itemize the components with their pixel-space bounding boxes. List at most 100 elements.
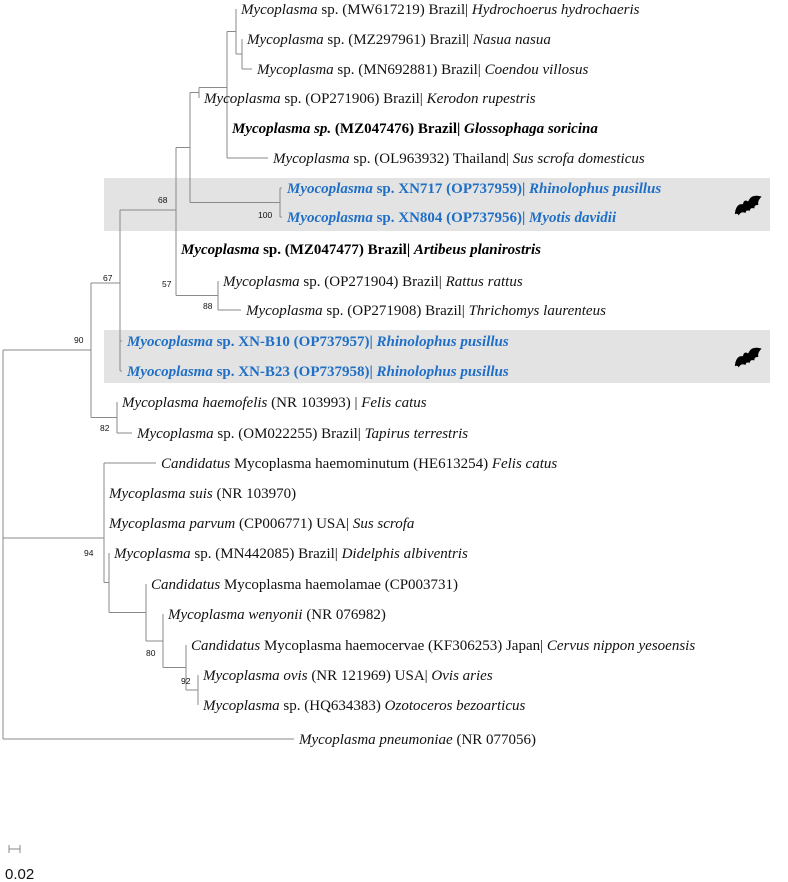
taxon-label-part: sp. (OL963932) Thailand| [350, 151, 513, 167]
taxon-label-part: Ozotoceros bezoarticus [385, 698, 526, 714]
taxon-label-part: sp. (OP271904) Brazil| [300, 274, 446, 290]
taxon-label-part: Myocoplasma [126, 364, 213, 380]
taxon-label-part: Mycoplasma wenyonii [167, 607, 303, 623]
taxon-label-part: Mycoplasma [272, 151, 350, 167]
taxon-label-part: Myocoplasma [286, 181, 373, 197]
bootstrap-value: 80 [146, 648, 156, 658]
taxon-label: Mycoplasma sp. (OP271908) Brazil| Thrich… [245, 303, 606, 319]
taxon-label: Mycoplasma sp. (OP271904) Brazil| Rattus… [222, 274, 523, 290]
taxon-label-part: Candidatus [161, 456, 230, 472]
taxon-label-part: Myocoplasma [126, 334, 213, 350]
taxon-label-part: Rhinolophus pusillus [376, 364, 509, 380]
taxon-label-part: sp. (HQ634383) [280, 698, 385, 714]
taxon-label-part: Kerodon rupestris [426, 91, 536, 107]
taxon-label-part: (NR 103993) | [267, 395, 361, 411]
taxon-label-part: sp. (MZ047477) Brazil| [259, 242, 414, 258]
taxon-label: Mycoplasma wenyonii (NR 076982) [167, 607, 386, 623]
taxon-label-part: Candidatus [191, 638, 260, 654]
taxon-label: Candidatus Mycoplasma haemocervae (KF306… [191, 638, 695, 654]
taxon-label: Mycoplasma sp. (MN442085) Brazil| Didelp… [113, 546, 468, 562]
highlight-box-bat-clade-1 [104, 178, 770, 231]
taxon-label-part: Mycoplasma [245, 303, 323, 319]
taxon-label: Mycoplasma sp. (OL963932) Thailand| Sus … [272, 151, 645, 167]
bat-icon [734, 195, 762, 216]
taxon-label-part: Thrichomys laurenteus [469, 303, 607, 319]
taxon-label-part: Coendou villosus [485, 62, 589, 78]
taxon-label-part: sp. (MN692881) Brazil| [334, 62, 485, 78]
taxon-label-part: Mycoplasma suis [108, 486, 213, 502]
taxon-label: Myocoplasma sp. XN804 (OP737956)| Myotis… [286, 210, 617, 226]
taxon-label-part: sp. XN-B23 (OP737958)| [213, 364, 377, 380]
taxon-label-part: (MZ047476) Brazil| [331, 121, 464, 137]
taxon-label-part: Nasua nasua [472, 32, 551, 48]
taxon-label-part: Mycoplasma [136, 426, 214, 442]
taxon-label: Mycoplasma sp. (MN692881) Brazil| Coendo… [256, 62, 588, 78]
taxon-label-part: Didelphis albiventris [341, 546, 468, 562]
taxon-label-part: sp. XN804 (OP737956)| [373, 210, 529, 226]
taxon-label-part: Rattus rattus [445, 274, 523, 290]
taxon-label: Mycoplasma pneumoniae (NR 077056) [298, 732, 536, 748]
scale-bar-label: 0.02 [5, 866, 34, 882]
taxon-label-part: Mycoplasma [246, 32, 324, 48]
bootstrap-value: 100 [258, 210, 272, 220]
taxon-label-part: sp. (MZ297961) Brazil| [324, 32, 473, 48]
taxon-label-part: Sus scrofa [353, 516, 415, 532]
taxon-label-part: sp. (OM022255) Brazil| [214, 426, 365, 442]
scale-bar: 0.02 [5, 845, 34, 882]
taxon-label-part: Felis catus [491, 456, 558, 472]
taxon-label-part: Myotis davidii [528, 210, 617, 226]
bootstrap-value: 92 [181, 676, 191, 686]
taxon-label-part: sp. (MN442085) Brazil| [191, 546, 342, 562]
taxon-label-part: Artibeus planirostris [413, 242, 541, 258]
taxon-label-part: Mycoplasma [256, 62, 334, 78]
taxon-label-part: Mycoplasma haemofelis [121, 395, 268, 411]
bootstrap-value: 88 [203, 301, 213, 311]
taxon-label: Mycoplasma sp. (OM022255) Brazil| Tapiru… [136, 426, 468, 442]
taxon-label: Candidatus Mycoplasma haemominutum (HE61… [161, 456, 557, 472]
taxon-label-part: Mycoplasma pneumoniae [298, 732, 453, 748]
taxon-label-part: sp. XN717 (OP737959)| [373, 181, 529, 197]
bat-silhouette [734, 347, 762, 368]
taxon-label-part: Rhinolophus pusillus [528, 181, 661, 197]
taxon-label-part: (NR 076982) [303, 607, 386, 623]
taxon-label: Mycoplasma sp. (MZ047476) Brazil| Glosso… [231, 121, 598, 137]
taxon-label-part: Felis catus [360, 395, 427, 411]
taxon-label-part: sp. (MW617219) Brazil| [318, 2, 472, 18]
taxon-label-part: sp. (OP271906) Brazil| [281, 91, 427, 107]
taxon-label: Mycoplasma sp. (OP271906) Brazil| Kerodo… [203, 91, 536, 107]
taxon-label-part: Glossophaga soricina [464, 121, 598, 137]
taxon-label-part: (NR 077056) [453, 732, 536, 748]
taxon-label-part: sp. XN-B10 (OP737957)| [213, 334, 377, 350]
taxon-label-part: Mycoplasma haemominutum (HE613254) [230, 456, 492, 472]
taxon-label: Mycoplasma sp. (HQ634383) Ozotoceros bez… [202, 698, 526, 714]
bootstrap-value: 94 [84, 548, 94, 558]
taxon-label-part: Rhinolophus pusillus [376, 334, 509, 350]
taxon-label-part: Mycoplasma [180, 242, 260, 258]
bootstrap-value: 82 [100, 423, 110, 433]
taxon-label: Mycoplasma haemofelis (NR 103993) | Feli… [121, 395, 427, 411]
taxon-label-part: Mycoplasma ovis [202, 668, 308, 684]
taxon-label-part: Cervus nippon yesoensis [547, 638, 695, 654]
taxon-label: Mycoplasma suis (NR 103970) [108, 486, 296, 502]
taxon-label-part: Mycoplasma parvum [108, 516, 235, 532]
taxon-label: Myocoplasma sp. XN-B23 (OP737958)| Rhino… [126, 364, 509, 380]
bootstrap-value: 90 [74, 335, 84, 345]
taxon-label: Mycoplasma sp. (MW617219) Brazil| Hydroc… [240, 2, 640, 18]
taxon-label-part: Sus scrofa domesticus [513, 151, 645, 167]
taxon-label-part: Hydrochoerus hydrochaeris [471, 2, 640, 18]
taxon-label-part: (CP006771) USA| [235, 516, 353, 532]
taxon-label-part: Mycoplasma sp. [231, 121, 331, 137]
bootstrap-value: 67 [103, 273, 113, 283]
taxon-label: Candidatus Mycoplasma haemolamae (CP0037… [151, 577, 458, 593]
taxon-label-part: Myocoplasma [286, 210, 373, 226]
taxon-label-part: Tapirus terrestris [365, 426, 469, 442]
taxon-label: Myocoplasma sp. XN-B10 (OP737957)| Rhino… [126, 334, 509, 350]
taxon-label: Mycoplasma sp. (MZ047477) Brazil| Artibe… [180, 242, 541, 258]
taxon-label: Mycoplasma sp. (MZ297961) Brazil| Nasua … [246, 32, 551, 48]
taxon-label: Myocoplasma sp. XN717 (OP737959)| Rhinol… [286, 181, 661, 197]
taxon-label-part: Mycoplasma haemocervae (KF306253) Japan| [260, 638, 547, 654]
bootstrap-value: 57 [162, 279, 172, 289]
taxon-label-part: Mycoplasma [113, 546, 191, 562]
